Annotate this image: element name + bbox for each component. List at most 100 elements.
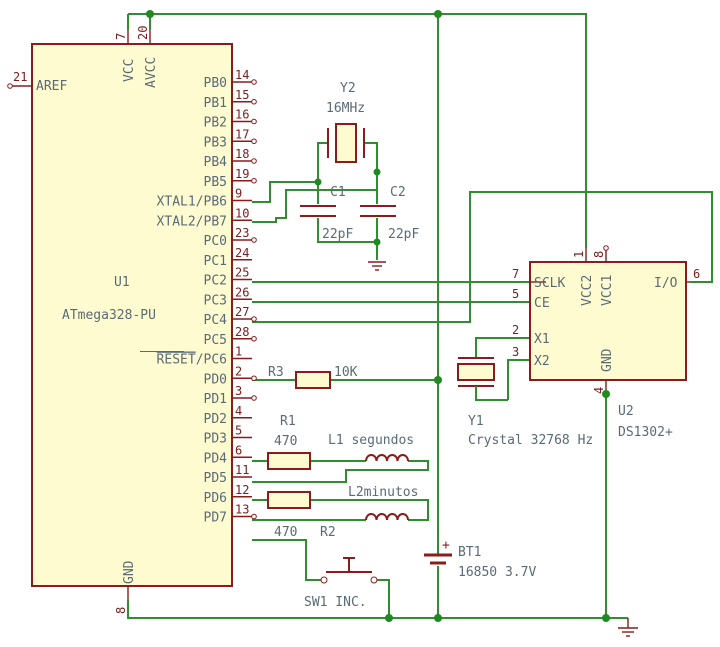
junction-dot bbox=[434, 614, 442, 622]
wire-pd6 bbox=[252, 539, 322, 581]
u2-pin-sclk-num: 7 bbox=[512, 267, 519, 281]
u1-pin-name: PC0 bbox=[204, 234, 227, 249]
pin-terminal bbox=[251, 375, 257, 382]
r2-value: 470 bbox=[274, 525, 297, 540]
u2-ref: U2 bbox=[618, 404, 634, 419]
junction-dot bbox=[434, 10, 442, 18]
junction-dot bbox=[373, 238, 381, 246]
u1-pin-name-rest: /PC6 bbox=[196, 353, 227, 368]
u1-pin-number: 19 bbox=[235, 167, 249, 181]
u1-pin-aref-name: AREF bbox=[36, 79, 67, 94]
pin-terminal bbox=[603, 245, 609, 251]
u1-pin-number: 6 bbox=[235, 443, 242, 457]
u1-pin-number: 3 bbox=[235, 384, 242, 398]
junction-dot bbox=[146, 10, 154, 18]
l1-inductor: L1 segundos bbox=[328, 433, 414, 462]
ground-symbol-main bbox=[618, 618, 638, 637]
u1-pin-number: 12 bbox=[235, 483, 249, 497]
u1-pin-name: XTAL2/PB7 bbox=[157, 214, 227, 229]
wire-y1-bottom bbox=[475, 386, 508, 401]
junction-dot bbox=[602, 390, 610, 398]
u1-pin-name: PD2 bbox=[204, 412, 227, 427]
u1-pin-avcc-num: 20 bbox=[136, 26, 150, 40]
pin-terminal bbox=[251, 513, 257, 520]
u1-pin-number: 27 bbox=[235, 305, 249, 319]
junction-dot bbox=[385, 614, 393, 622]
sw1-contact-left bbox=[320, 576, 328, 584]
u1-pin-number: 15 bbox=[235, 88, 249, 102]
c1-capacitor: C1 22pF bbox=[300, 185, 353, 242]
u2-pin-io-name: I/O bbox=[654, 276, 678, 291]
wire-x1 bbox=[475, 337, 530, 358]
u2-pin-ce-num: 5 bbox=[512, 287, 519, 301]
r2-ref: R2 bbox=[320, 525, 336, 540]
junction-dot bbox=[314, 178, 322, 186]
bt1-battery: + BT1 16850 3.7V bbox=[424, 538, 536, 580]
r3-body bbox=[295, 371, 331, 389]
u1-pin-name: PC4 bbox=[204, 313, 228, 328]
u2-pin-x1-name: X1 bbox=[534, 332, 550, 347]
c2-ref: C2 bbox=[390, 185, 406, 200]
c1-value: 22pF bbox=[322, 227, 353, 242]
bt1-ref: BT1 bbox=[458, 545, 481, 560]
pin-terminal bbox=[251, 158, 257, 164]
l2-inductor: L2minutos bbox=[348, 485, 418, 521]
sw1-label: SW1 INC. bbox=[304, 595, 367, 610]
y1-crystal: Y1 Crystal 32768 Hz bbox=[457, 357, 593, 448]
u1-pin-number: 2 bbox=[235, 364, 242, 378]
u1-pin-name: PD3 bbox=[204, 432, 227, 447]
pin-terminal bbox=[251, 316, 257, 322]
wire-pd4-r bbox=[310, 499, 429, 521]
pin-terminal bbox=[251, 79, 257, 85]
u1-pin-number: 1 bbox=[235, 345, 242, 359]
u1-pin-name: PC5 bbox=[204, 333, 227, 348]
wire-l1-out bbox=[252, 460, 429, 483]
u1-pin-number: 16 bbox=[235, 108, 249, 122]
c2-capacitor: C2 22pF bbox=[360, 185, 419, 242]
u1-pin-name: PD7 bbox=[204, 511, 227, 526]
u1-pin-gnd-name: GND bbox=[122, 560, 137, 584]
u1-pin-number: 4 bbox=[235, 404, 242, 418]
wire-io bbox=[252, 191, 713, 323]
u2-pin-vcc1-num: 8 bbox=[592, 251, 606, 258]
u1-pin-number: 25 bbox=[235, 266, 249, 280]
wire-xtal2 bbox=[252, 142, 378, 223]
u2-body bbox=[529, 261, 687, 381]
l2-coil bbox=[365, 513, 409, 521]
u2-pin-vcc1-name: VCC1 bbox=[600, 275, 615, 306]
u1-pin-name: PD0 bbox=[204, 372, 227, 387]
u2-pin-ce-name: CE bbox=[534, 296, 550, 311]
wire-gnd-rail bbox=[127, 600, 628, 619]
u1-pin-number: 17 bbox=[235, 127, 249, 141]
u1-pin-name: PB2 bbox=[204, 116, 227, 131]
y1-value: Crystal 32768 Hz bbox=[468, 433, 593, 448]
u1-pin-number: 9 bbox=[235, 187, 242, 201]
u2-pin-x2-name: X2 bbox=[534, 354, 550, 369]
pin-terminal bbox=[7, 83, 13, 89]
r1-resistor: R1 470 bbox=[267, 414, 311, 470]
ground-symbol-crystal bbox=[368, 261, 386, 271]
u1-pin-avcc-name: AVCC bbox=[144, 57, 159, 88]
junctions bbox=[146, 10, 610, 622]
l1-coil bbox=[365, 454, 409, 462]
pin-terminal bbox=[251, 98, 257, 105]
u1-pin-number: 24 bbox=[235, 246, 249, 260]
junction-dot bbox=[602, 614, 610, 622]
u2-pin-vcc2-num: 1 bbox=[572, 251, 586, 258]
sw1-pushbutton: SW1 INC. bbox=[304, 557, 378, 610]
c1-ref: C1 bbox=[330, 185, 346, 200]
pin-terminal bbox=[251, 118, 257, 125]
u1-pin-vcc-name: VCC bbox=[122, 59, 137, 82]
u1-pin-number: 26 bbox=[235, 285, 249, 299]
u2-pin-x2-num: 3 bbox=[512, 345, 519, 359]
pin-terminal bbox=[251, 395, 257, 401]
u2-value: DS1302+ bbox=[618, 425, 673, 440]
wire-xtal1 bbox=[252, 142, 328, 203]
u1-pin-name: PB3 bbox=[204, 135, 227, 150]
u1-pin-number: 10 bbox=[235, 206, 249, 220]
u2-pin-x1-num: 2 bbox=[512, 323, 519, 337]
u2-pin-io-num: 6 bbox=[693, 267, 700, 281]
c2-value: 22pF bbox=[388, 227, 419, 242]
u1-pin-number: 14 bbox=[235, 68, 249, 82]
bt1-plus: + bbox=[442, 538, 450, 553]
